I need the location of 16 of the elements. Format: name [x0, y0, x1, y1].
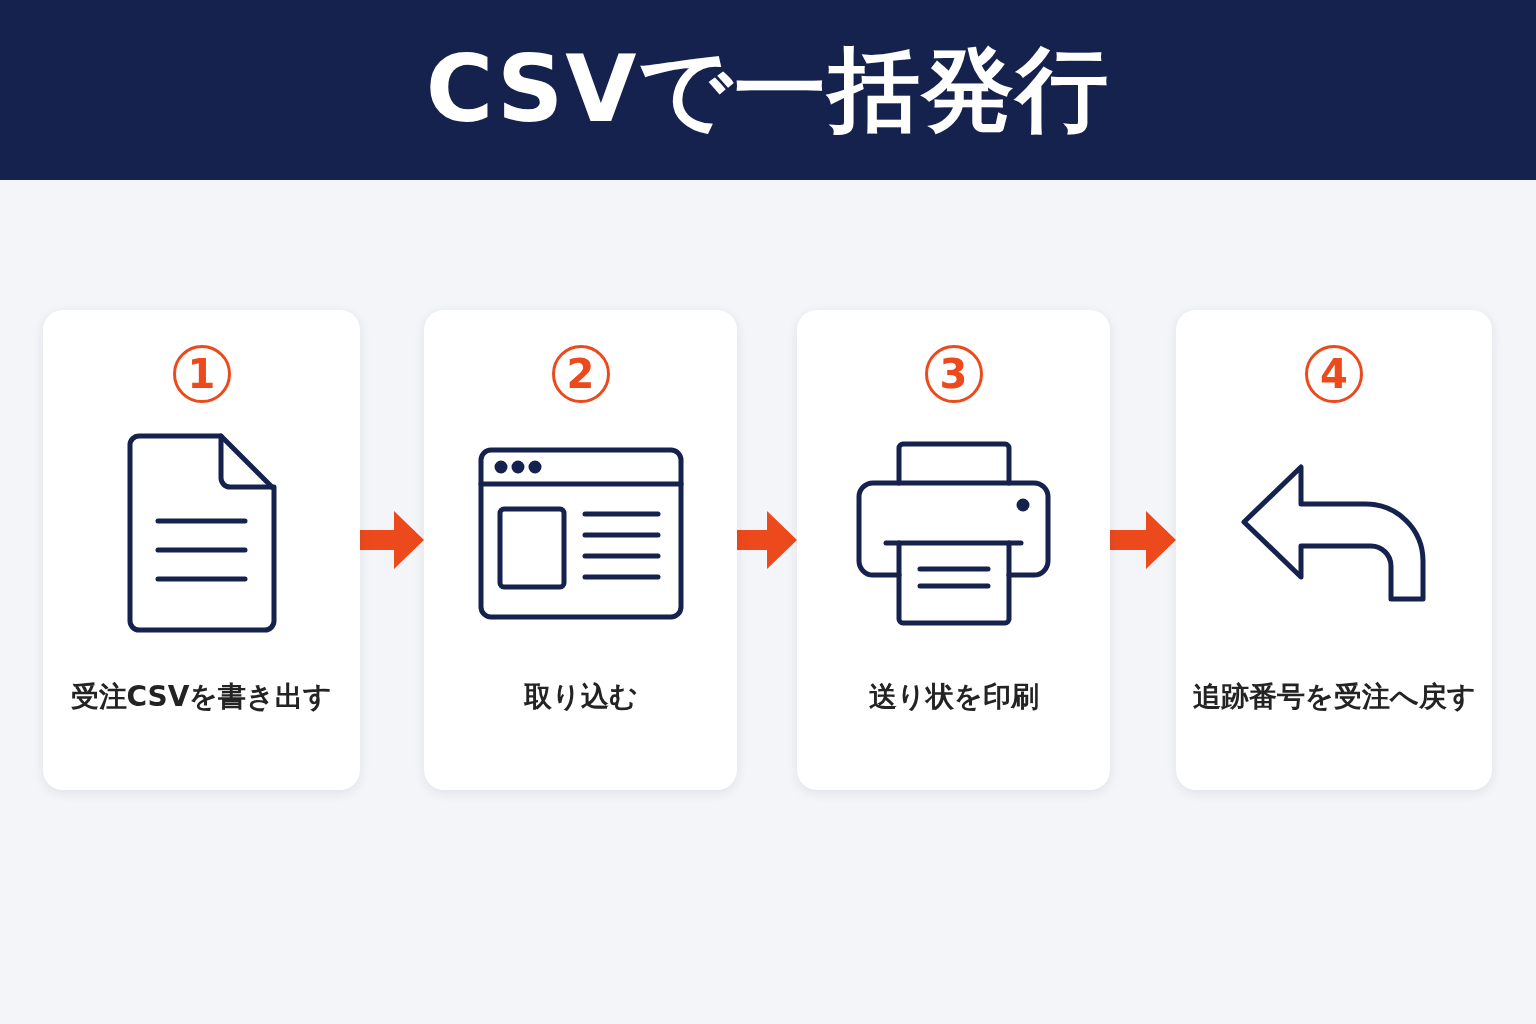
step-label: 取り込む [523, 679, 638, 715]
title: CSVで一括発行 [425, 39, 1111, 141]
step-label: 送り状を印刷 [868, 679, 1039, 715]
step-card [43, 310, 360, 790]
step-card [424, 310, 737, 790]
step-number: 3 [924, 345, 983, 403]
step-number: 2 [551, 345, 610, 403]
arrow [737, 511, 797, 569]
step-number: 4 [1305, 345, 1363, 403]
step-label: 受注CSVを書き出す [70, 679, 333, 715]
step-card [797, 310, 1110, 790]
arrow [1110, 511, 1176, 569]
arrow [360, 511, 424, 569]
step-label: 追跡番号を受注へ戻す [1192, 679, 1476, 715]
step-card [1176, 310, 1492, 790]
step-number: 1 [172, 345, 231, 403]
